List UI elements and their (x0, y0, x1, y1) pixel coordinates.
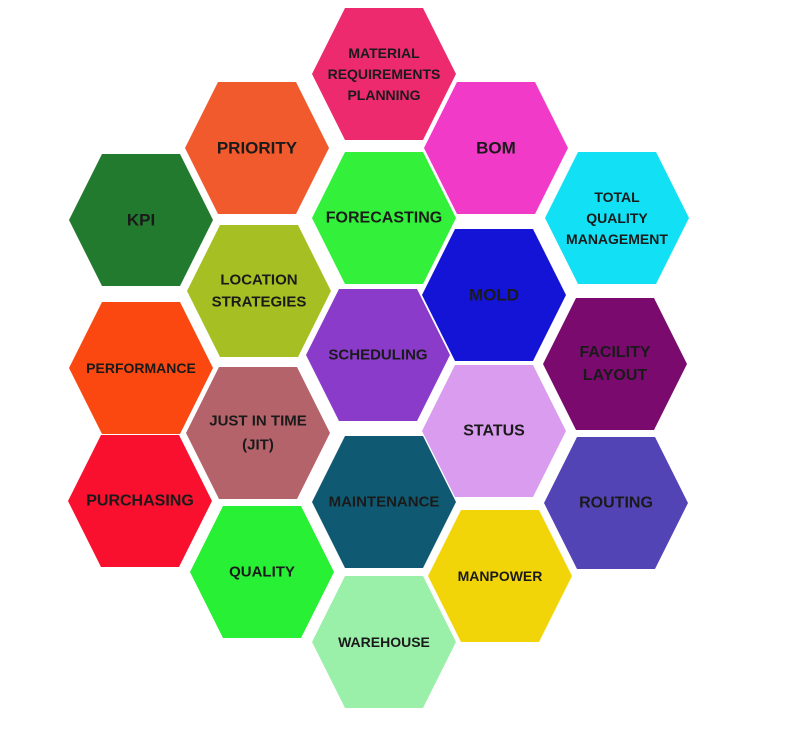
hexagon-label: MANPOWER (458, 568, 543, 584)
hexagon-shape (424, 82, 568, 214)
hexagon-label: QUALITY (229, 564, 295, 581)
hexagon-label: REQUIREMENTS (328, 66, 441, 82)
hexagon-kpi: KPI (69, 154, 213, 286)
hexagon-label: LAYOUT (583, 367, 648, 384)
hexagon-shape (69, 154, 213, 286)
hexagon-label: SCHEDULING (328, 347, 427, 364)
hexagon-shape (312, 436, 456, 568)
hexagon-label: STATUS (463, 423, 525, 440)
hexagon-shape (428, 510, 572, 642)
hexagon-layer: MATERIAL REQUIREMENTS PLANNING PRIORITY BOM K… (68, 8, 689, 708)
hexagon-quality: QUALITY (190, 506, 334, 638)
hexagon-shape (186, 367, 330, 499)
hexagon-shape (68, 435, 212, 567)
hexagon-label: FORECASTING (326, 210, 442, 227)
hexagon-total-quality-management: TOTAL QUALITY MANAGEMENT (545, 152, 689, 284)
hexagon-routing: ROUTING (544, 437, 688, 569)
hexagon-shape (187, 225, 331, 357)
hexagon-label: PERFORMANCE (86, 360, 196, 376)
hexagon-shape (544, 437, 688, 569)
hexagon-label: MOLD (469, 286, 519, 305)
hexagon-shape (190, 506, 334, 638)
hexagon-label: MANAGEMENT (566, 231, 668, 247)
hexagon-label: WAREHOUSE (338, 634, 430, 650)
hexagon-label: MAINTENANCE (329, 494, 440, 511)
hexagon-shape (543, 298, 687, 430)
hexagon-manpower: MANPOWER (428, 510, 572, 642)
hexagon-label: BOM (476, 139, 516, 158)
hexagon-facility-layout: FACILITY LAYOUT (543, 298, 687, 430)
hexagon-status: STATUS (422, 365, 566, 497)
hexagon-label: MATERIAL (348, 45, 420, 61)
hexagon-shape (185, 82, 329, 214)
hexagon-shape (312, 576, 456, 708)
hexagon-shape (306, 289, 450, 421)
hexagon-label: ROUTING (579, 495, 653, 512)
hexagon-label: PRIORITY (217, 139, 298, 158)
hexagon-warehouse: WAREHOUSE (312, 576, 456, 708)
hexagon-shape (69, 302, 213, 434)
hexagon-bom: BOM (424, 82, 568, 214)
hexagon-label: (JIT) (242, 437, 274, 454)
hexagon-label: LOCATION (220, 272, 297, 289)
hexagon-forecasting: FORECASTING (312, 152, 456, 284)
hexagon-label: KPI (127, 211, 155, 230)
hexagon-maintenance: MAINTENANCE (312, 436, 456, 568)
hexagon-just-in-time: JUST IN TIME (JIT) (186, 367, 330, 499)
hexagon-purchasing: PURCHASING (68, 435, 212, 567)
hexagon-label: PURCHASING (86, 493, 194, 510)
hexagon-label: FACILITY (579, 344, 650, 361)
hexagon-performance: PERFORMANCE (69, 302, 213, 434)
hexagon-shape (312, 152, 456, 284)
hexagon-label: PLANNING (347, 87, 420, 103)
hexagon-shape (312, 8, 456, 140)
hexagon-material-requirements-planning: MATERIAL REQUIREMENTS PLANNING (312, 8, 456, 140)
hexagon-label: STRATEGIES (212, 294, 307, 311)
hexagon-label: JUST IN TIME (209, 413, 307, 430)
hexagon-shape (545, 152, 689, 284)
hexagon-shape (422, 229, 566, 361)
hexagon-scheduling: SCHEDULING (306, 289, 450, 421)
hexagon-location-strategies: LOCATION STRATEGIES (187, 225, 331, 357)
hexagon-label: QUALITY (586, 210, 648, 226)
hexagon-priority: PRIORITY (185, 82, 329, 214)
hexagon-mold: MOLD (422, 229, 566, 361)
hexagon-shape (422, 365, 566, 497)
hexagon-label: TOTAL (594, 189, 640, 205)
